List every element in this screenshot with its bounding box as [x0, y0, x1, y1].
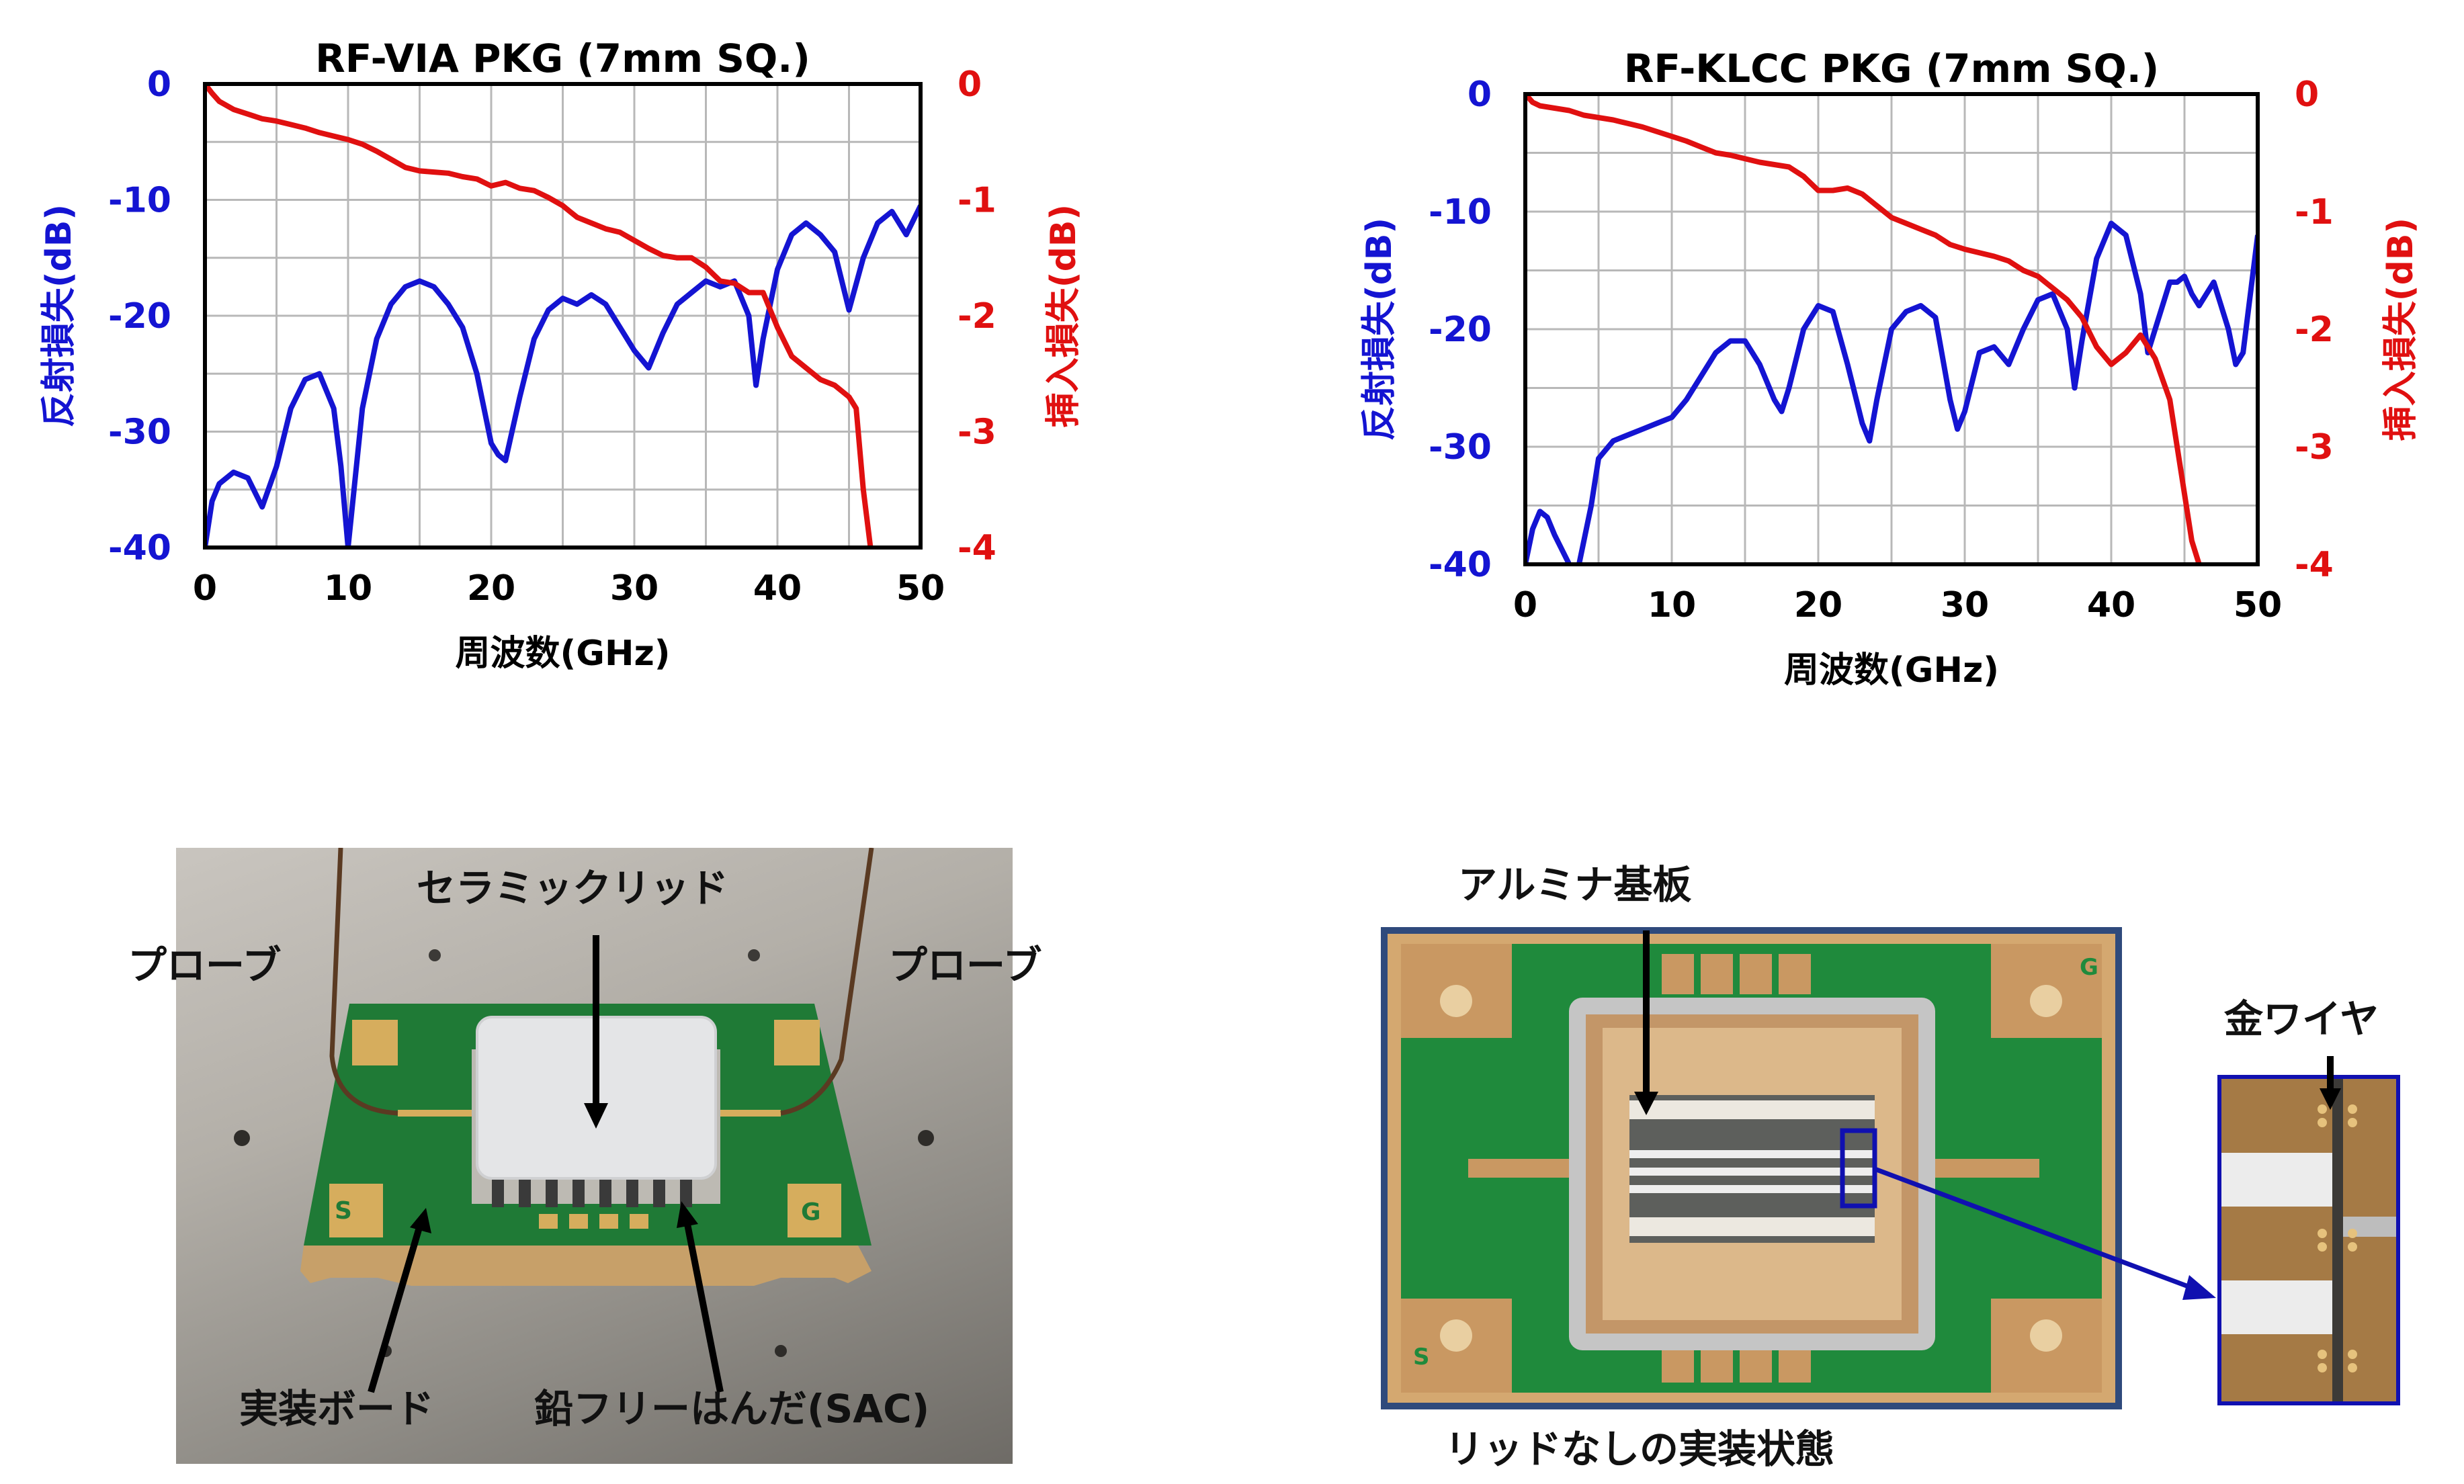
right-tick-label: 0	[2295, 75, 2319, 115]
label-alumina-substrate: アルミナ基板	[1458, 862, 1692, 908]
x-tick-label: 30	[1941, 585, 1989, 625]
pad-gold	[774, 1020, 820, 1065]
label-no-lid-mounted: リッドなしの実装状態	[1445, 1426, 1835, 1472]
series-insertion-loss	[1525, 94, 2202, 564]
pad-gold	[329, 1184, 383, 1237]
series-insertion-loss	[205, 84, 874, 548]
label-lead-free-solder: 鉛フリーはんだ(SAC)	[534, 1386, 930, 1432]
board-edge	[300, 1246, 872, 1286]
right-tick-label: 0	[958, 64, 982, 105]
chart-title: RF-VIA PKG (7mm SQ.)	[315, 36, 810, 81]
base-hole	[918, 1130, 934, 1146]
label-probe-left: プローブ	[128, 943, 282, 988]
left-axis-label: 反射損失(dB)	[1359, 218, 1400, 441]
plot-frame	[203, 82, 923, 550]
pad-mark-s: S	[335, 1197, 352, 1225]
right-tick-label: -4	[2295, 545, 2334, 585]
base-hole	[429, 949, 441, 961]
chart-title: RF-KLCC PKG (7mm SQ.)	[1624, 46, 2160, 91]
series-reflection-loss	[1525, 220, 2258, 564]
pad-mark-g: G	[801, 1198, 821, 1226]
pad-mark-s2: S	[1413, 1344, 1430, 1370]
x-axis-label: 周波数(GHz)	[456, 634, 671, 674]
arrow-lid	[584, 935, 608, 1129]
x-axis-label: 周波数(GHz)	[1784, 650, 1999, 691]
label-mounting-board: 実装ボード	[239, 1386, 435, 1432]
probe-right	[780, 848, 874, 1116]
arrow-board	[368, 1208, 431, 1393]
x-tick-label: 50	[2234, 585, 2282, 625]
probe-left	[329, 848, 398, 1116]
base-hole	[748, 949, 760, 961]
pad-gold	[788, 1184, 841, 1237]
left-tick-label: -30	[1429, 427, 1492, 468]
left-tick-label: -10	[1429, 192, 1492, 232]
plot-frame	[1523, 92, 2260, 566]
x-tick-label: 40	[753, 568, 802, 609]
signal-trace	[707, 1110, 781, 1117]
label-gold-wire: 金ワイヤ	[2224, 996, 2379, 1042]
left-tick-label: -10	[108, 181, 171, 221]
label-probe-right: プローブ	[888, 943, 1042, 988]
photo-package-without-lid: S G	[1381, 927, 2122, 1409]
x-tick-label: 0	[1513, 585, 1537, 625]
left-axis-label: 反射損失(dB)	[39, 204, 79, 427]
x-tick-label: 50	[896, 568, 945, 609]
base-hole	[775, 1345, 787, 1357]
x-tick-label: 40	[2087, 585, 2135, 625]
right-axis-label: 挿入損失(dB)	[1044, 204, 1084, 427]
x-tick-label: 10	[324, 568, 372, 609]
right-tick-label: -3	[2295, 427, 2334, 468]
x-tick-label: 30	[610, 568, 659, 609]
left-tick-label: -30	[108, 412, 171, 453]
grid	[204, 83, 922, 549]
photo-package-with-lid: S G	[176, 848, 1013, 1464]
x-tick-label: 0	[193, 568, 217, 609]
left-tick-label: -40	[108, 528, 171, 568]
series-reflection-loss	[205, 204, 921, 548]
right-axis-label: 挿入損失(dB)	[2381, 218, 2421, 441]
right-tick-label: -1	[958, 181, 996, 221]
connector-arrowhead	[2182, 1275, 2216, 1300]
left-tick-label: -40	[1429, 545, 1492, 585]
pad-gold	[352, 1020, 398, 1065]
left-tick-label: -20	[1429, 310, 1492, 350]
left-tick-label: 0	[147, 64, 171, 105]
arrow-solder	[677, 1201, 724, 1393]
right-tick-label: -2	[2295, 310, 2334, 350]
signal-trace	[398, 1110, 482, 1117]
right-tick-label: -3	[958, 412, 996, 453]
left-tick-label: -20	[108, 296, 171, 337]
label-ceramic-lid: セラミックリッド	[417, 865, 729, 911]
x-tick-label: 20	[467, 568, 515, 609]
inset-gold-wire	[2217, 1075, 2400, 1405]
x-tick-label: 20	[1794, 585, 1842, 625]
left-tick-label: 0	[1468, 75, 1492, 115]
right-tick-label: -2	[958, 296, 996, 337]
right-tick-label: -1	[2295, 192, 2334, 232]
right-tick-label: -4	[958, 528, 996, 568]
x-tick-label: 10	[1648, 585, 1696, 625]
pad-mark-g2: G	[2080, 954, 2098, 981]
base-hole	[234, 1130, 250, 1146]
